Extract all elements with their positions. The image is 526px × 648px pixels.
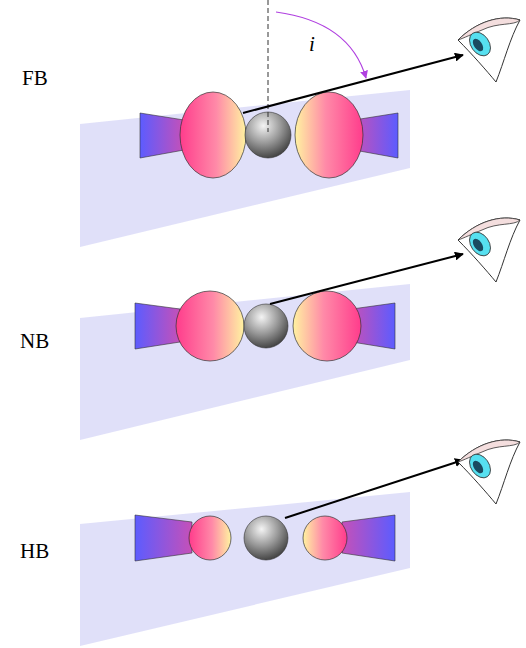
panel-label: NB xyxy=(20,331,49,352)
angle-label: i xyxy=(309,34,315,55)
panel-label: FB xyxy=(22,68,48,89)
panel-nb xyxy=(80,218,520,440)
panel-fb xyxy=(80,0,520,247)
panel-hb xyxy=(80,440,520,646)
panel-label: HB xyxy=(20,541,49,562)
